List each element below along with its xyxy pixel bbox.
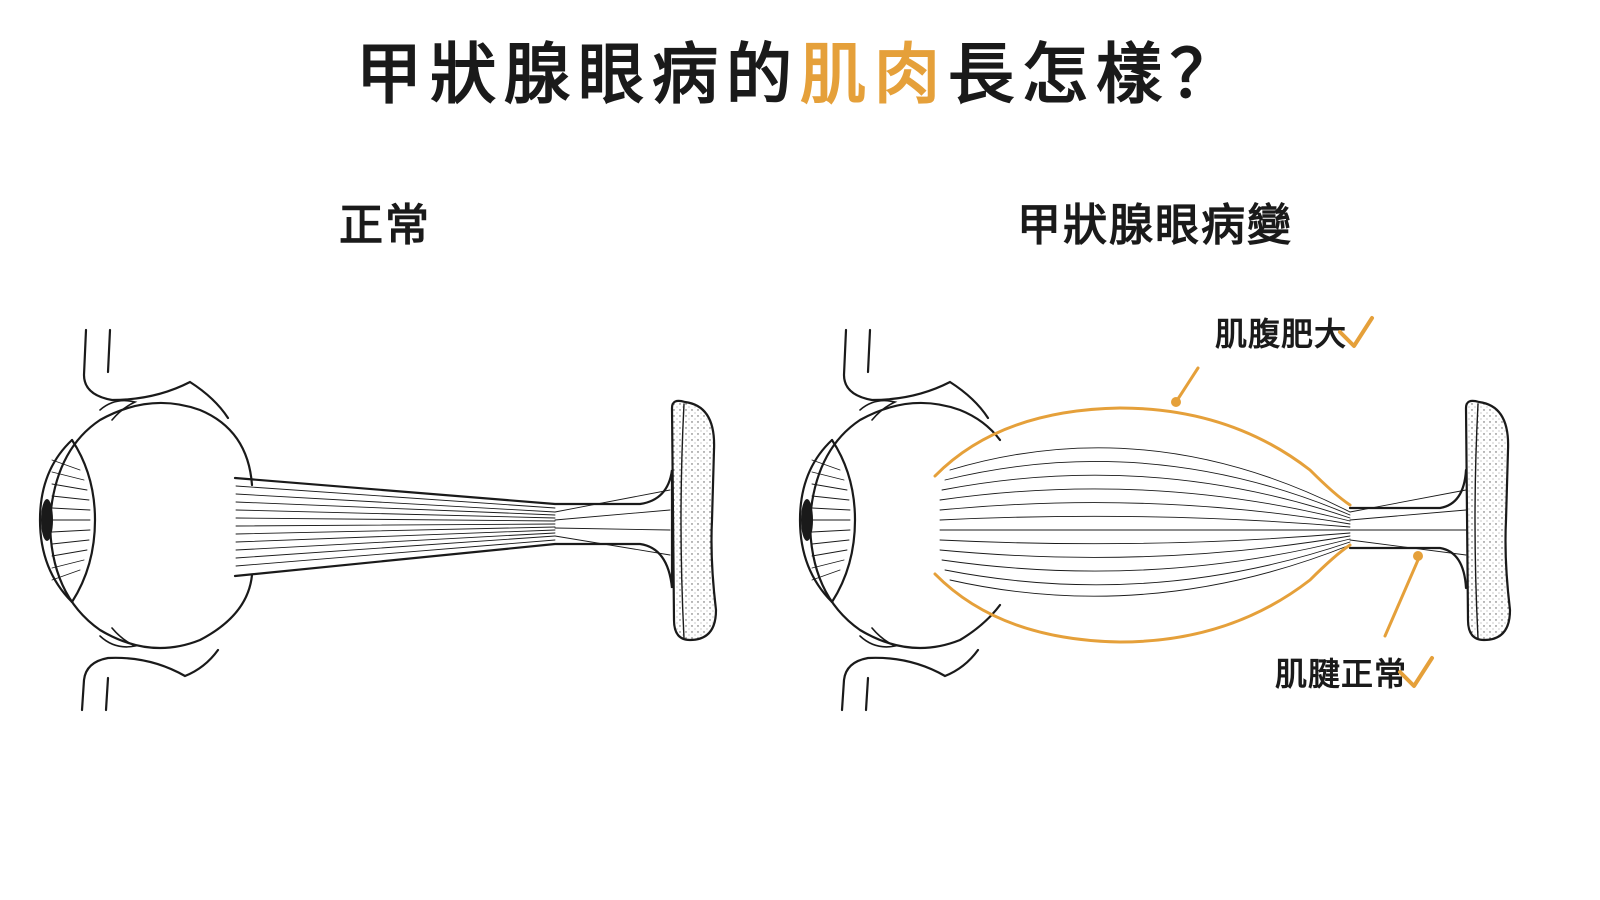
ted-cheek-line <box>864 676 870 712</box>
normal-insertion-pad <box>670 399 718 642</box>
normal-lower-lid-outline <box>80 648 220 712</box>
ted-eyelid-outline <box>842 328 990 420</box>
normal-lid-fold-lower <box>99 627 138 648</box>
normal-iris-lines <box>51 459 91 581</box>
ted-tendon-outline <box>1348 468 1468 590</box>
normal-brow-line <box>106 328 112 374</box>
title-part1: 甲狀腺眼病的 <box>356 36 800 113</box>
callout-belly-label: 肌腹肥大 <box>1215 315 1348 353</box>
normal-globe <box>48 401 254 650</box>
normal-cornea <box>38 438 74 604</box>
ted-lower-lid-outline <box>840 648 980 712</box>
normal-iris-front <box>70 438 97 604</box>
ted-muscle-fibers <box>939 447 1467 597</box>
check-icon <box>1338 316 1374 348</box>
ted-brow-line <box>866 328 872 374</box>
callout-belly-leader <box>1174 366 1200 404</box>
normal-eyelid-outline <box>82 328 230 420</box>
check-icon <box>1398 656 1434 688</box>
ted-globe <box>808 401 1002 650</box>
callout-tendon-normal: 肌腱正常 <box>1275 652 1407 696</box>
callout-tendon-label: 肌腱正常 <box>1275 655 1408 693</box>
ted-panel-title: 甲狀腺眼病變 <box>1017 200 1293 251</box>
page-title: 甲狀腺眼病的肌肉長怎樣？ <box>0 30 1600 120</box>
normal-pupil <box>41 499 53 541</box>
ted-pupil <box>801 499 813 541</box>
normal-cheek-line <box>104 676 110 712</box>
normal-lid-fold <box>99 399 138 421</box>
ted-cornea <box>798 438 834 604</box>
ted-iris-lines <box>811 459 851 581</box>
normal-eye-illustration <box>38 328 718 712</box>
normal-muscle-fibers <box>235 485 671 567</box>
title-part2: 長怎樣？ <box>948 36 1244 113</box>
ted-muscle-belly-outline <box>933 406 1352 644</box>
title-accent: 肌肉 <box>800 36 948 113</box>
ted-insertion-pad <box>1464 399 1512 642</box>
callout-belly-enlarged: 肌腹肥大 <box>1215 312 1347 356</box>
ted-iris-front <box>830 438 857 604</box>
ted-eye-illustration <box>798 328 1512 712</box>
normal-panel-title: 正常 <box>339 200 431 251</box>
callout-tendon-leader <box>1383 558 1420 638</box>
callout-belly-dot <box>1171 397 1181 407</box>
normal-muscle-outline <box>233 469 674 589</box>
callout-tendon-dot <box>1413 551 1423 561</box>
